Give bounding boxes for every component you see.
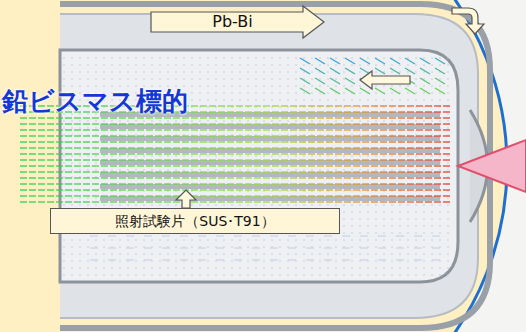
pointer-arrow: [176, 190, 196, 208]
turn-arrow: [452, 8, 484, 34]
label-box: 照射試験片（SUS･T91）: [50, 208, 340, 234]
outer-wall: [60, 4, 490, 328]
background-disc: [0, 0, 507, 332]
annulus: [60, 14, 478, 318]
beam-triangle: [458, 140, 526, 192]
title-label: 鉛ビスマス標的: [2, 84, 188, 119]
node-text: Pb-Bi: [212, 5, 252, 39]
inner-duct: [60, 50, 458, 282]
return-arrow: [360, 71, 410, 89]
node-text: 照射試験片（SUS･T91）: [115, 209, 274, 233]
vessel: [20, 4, 490, 328]
flow-arrow: Pb-Bi: [150, 5, 325, 39]
specimen-rods: [100, 112, 440, 201]
